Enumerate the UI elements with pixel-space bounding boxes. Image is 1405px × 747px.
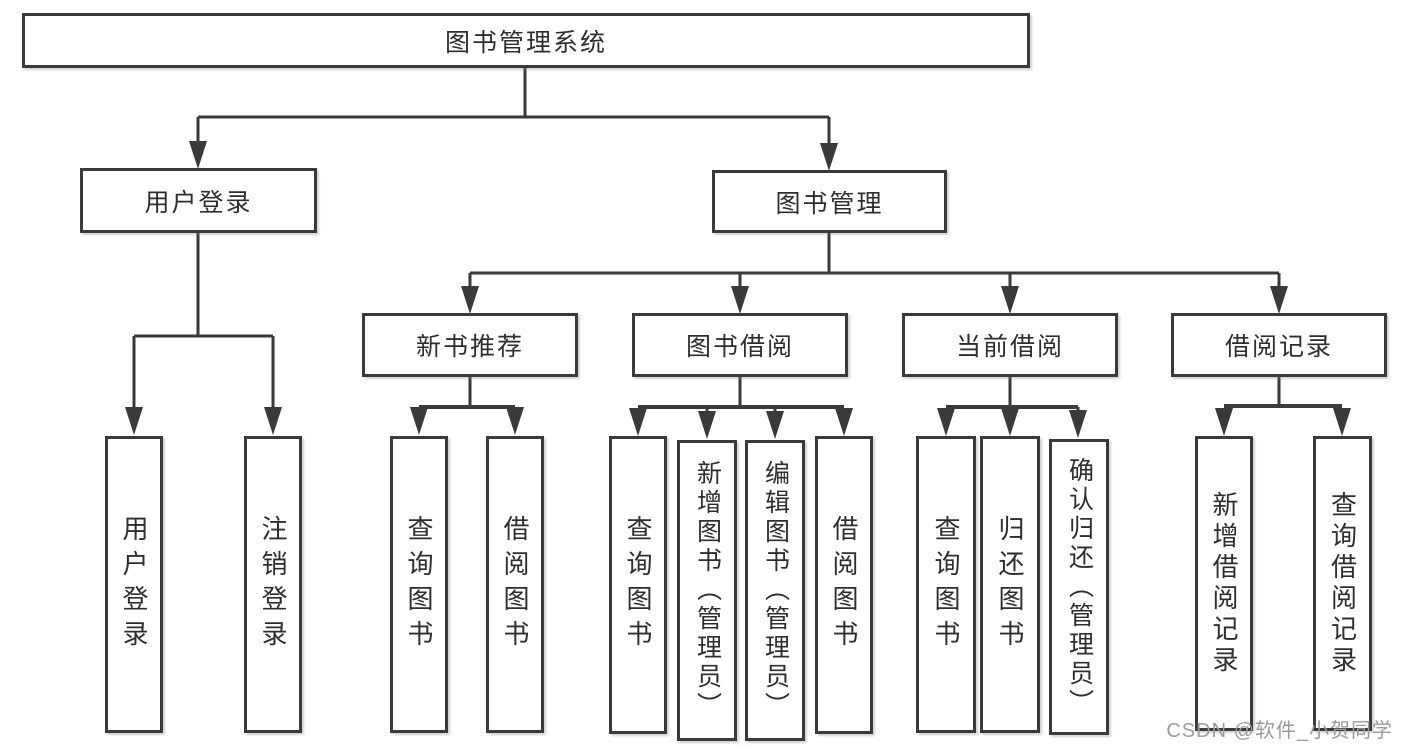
node-borrowing-records: 借阅记录	[1171, 313, 1387, 377]
node-leaf-add-borrow-record: 新增借阅记录	[1195, 436, 1253, 731]
node-leaf-return-book-label: 归还图书	[995, 514, 1025, 655]
node-book-management: 图书管理	[712, 170, 947, 233]
node-leaf-query-books-3: 查询图书	[916, 436, 976, 733]
node-leaf-user-login: 用户登录	[105, 436, 163, 733]
node-borrowing-records-label: 借阅记录	[1224, 333, 1333, 361]
node-root: 图书管理系统	[22, 13, 1030, 68]
node-leaf-add-borrow-record-label: 新增借阅记录	[1209, 490, 1239, 677]
node-leaf-query-borrow-record: 查询借阅记录	[1313, 436, 1372, 731]
node-current-borrowing: 当前借阅	[902, 313, 1118, 377]
node-leaf-edit-book-admin: 编辑图书（管理员）	[745, 440, 805, 741]
watermark: CSDN @软件_小贺同学	[1166, 720, 1393, 742]
node-leaf-return-book: 归还图书	[980, 436, 1040, 733]
node-user-login-label: 用户登录	[144, 188, 253, 217]
node-leaf-logout-label: 注销登录	[258, 514, 288, 655]
node-leaf-borrow-books-2: 借阅图书	[815, 436, 873, 734]
node-new-book-recommend-label: 新书推荐	[415, 333, 524, 361]
node-book-management-label: 图书管理	[775, 189, 884, 218]
node-leaf-query-books-1: 查询图书	[390, 436, 448, 733]
node-leaf-confirm-return-admin-label: 确认归还（管理员）	[1065, 456, 1094, 718]
node-new-book-recommend: 新书推荐	[362, 313, 578, 377]
node-leaf-add-book-admin-label: 新增图书（管理员）	[693, 460, 722, 721]
node-leaf-query-borrow-record-label: 查询借阅记录	[1327, 490, 1358, 677]
node-leaf-logout: 注销登录	[244, 436, 302, 733]
node-leaf-user-login-label: 用户登录	[119, 514, 149, 655]
node-leaf-add-book-admin: 新增图书（管理员）	[677, 440, 737, 741]
node-leaf-borrow-books-1-label: 借阅图书	[500, 514, 530, 655]
node-leaf-query-books-1-label: 查询图书	[404, 514, 434, 655]
node-leaf-query-books-3-label: 查询图书	[931, 514, 961, 655]
node-user-login: 用户登录	[80, 168, 317, 233]
node-leaf-borrow-books-1: 借阅图书	[486, 436, 544, 733]
node-leaf-borrow-books-2-label: 借阅图书	[829, 515, 859, 655]
node-current-borrowing-label: 当前借阅	[955, 333, 1064, 361]
node-leaf-query-books-2-label: 查询图书	[623, 515, 653, 655]
node-leaf-confirm-return-admin: 确认归还（管理员）	[1049, 439, 1109, 735]
node-book-borrowing-label: 图书借阅	[685, 333, 794, 361]
node-root-label: 图书管理系统	[444, 28, 607, 57]
node-leaf-edit-book-admin-label: 编辑图书（管理员）	[761, 460, 790, 721]
node-leaf-query-books-2: 查询图书	[609, 436, 667, 734]
node-book-borrowing: 图书借阅	[632, 313, 848, 377]
